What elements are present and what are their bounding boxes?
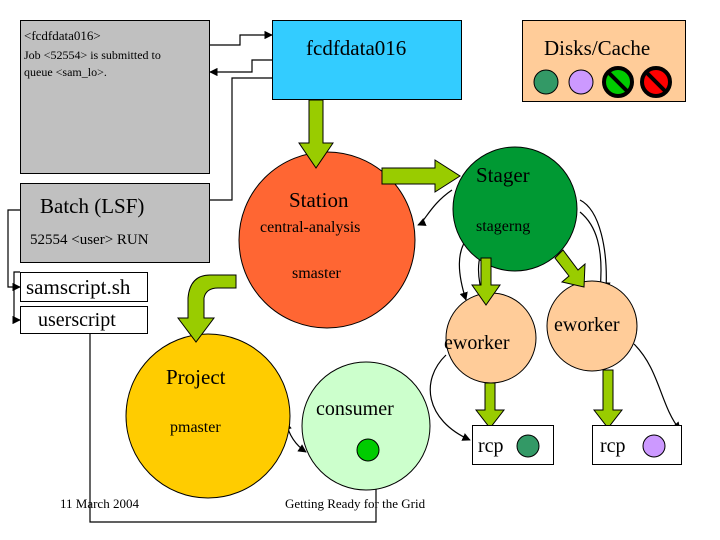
disk-icons	[533, 66, 672, 98]
disk-icon-green	[533, 69, 559, 95]
disk-icon-purple	[568, 69, 594, 95]
data-flow-arrows	[177, 99, 624, 429]
eworker1-to-rcp1-curve	[429, 354, 471, 441]
rcp-box-2	[592, 425, 682, 465]
batch-title: Batch (LSF)	[40, 194, 145, 218]
rcp-label-2: rcp	[600, 435, 626, 457]
batch-job-status: 52554 <user> RUN	[30, 232, 149, 248]
eworker2-to-rcp2-arrow	[592, 369, 624, 429]
job-message-line3: queue <sam_lo>.	[24, 65, 107, 79]
station-to-stager-arrow	[381, 159, 461, 193]
fcdfdata-node-label: fcdfdata016	[306, 36, 407, 60]
eworker-label-2: eworker	[554, 314, 620, 336]
batch-to-station-line	[210, 77, 272, 201]
footer-title: Getting Ready for the Grid	[285, 496, 426, 511]
disk-icon-green-blocked	[602, 66, 634, 98]
eworker-node-2	[546, 280, 638, 372]
station-process: smaster	[292, 265, 341, 282]
eworker2-to-stager-curve	[579, 211, 602, 291]
project-node	[125, 333, 291, 499]
station-subtitle: central-analysis	[260, 219, 361, 236]
project-process: pmaster	[170, 419, 221, 436]
disks-cache-label: Disks/Cache	[544, 36, 651, 60]
footer-date: 11 March 2004	[60, 496, 139, 511]
stager-to-eworker1-arrow	[471, 257, 501, 306]
samscript-label: samscript.sh	[26, 275, 131, 299]
userscript-label: userscript	[38, 309, 116, 331]
job-message-line1: <fcdfdata016>	[24, 28, 101, 43]
connector-lines	[7, 30, 681, 523]
eworker1-to-rcp1-arrow	[474, 382, 506, 429]
message-to-fcd-line	[210, 30, 273, 46]
job-message-box	[20, 20, 210, 174]
fcd-to-station-arrow	[298, 99, 334, 169]
rcp-box-1	[472, 425, 554, 465]
stager-process: stagerng	[476, 218, 531, 235]
consumer-node	[301, 361, 431, 491]
batch-lsf-box	[20, 183, 210, 263]
samscript-box	[20, 272, 148, 302]
userscript-to-consumer-line	[89, 334, 381, 523]
samscript-left-loop-line	[12, 271, 21, 325]
stager-node	[452, 146, 578, 272]
consumer-dot	[356, 438, 380, 462]
job-message-line2: Job <52554> is submitted to	[24, 48, 161, 62]
project-title: Project	[166, 365, 226, 389]
stager-to-eworker2-curve	[579, 199, 611, 291]
rcp-disk-icon-2	[642, 434, 666, 458]
message-from-fcd-line	[209, 59, 272, 77]
userscript-box	[20, 306, 148, 334]
rcp-disk-icon-1	[516, 434, 540, 458]
disk-icon-red-blocked	[640, 66, 672, 98]
station-to-project-arrow	[177, 274, 237, 343]
eworker-label-1: eworker	[444, 332, 510, 354]
stager-to-eworker2-arrow	[554, 249, 586, 288]
stager-title: Stager	[476, 163, 530, 187]
station-title: Station	[289, 188, 349, 212]
consumer-label: consumer	[316, 398, 394, 420]
eworker2-to-rcp2-curve	[633, 343, 681, 431]
rcp-label-1: rcp	[478, 435, 504, 457]
stager-to-station-curve	[417, 189, 453, 226]
fcdfdata-node-box	[272, 20, 462, 100]
